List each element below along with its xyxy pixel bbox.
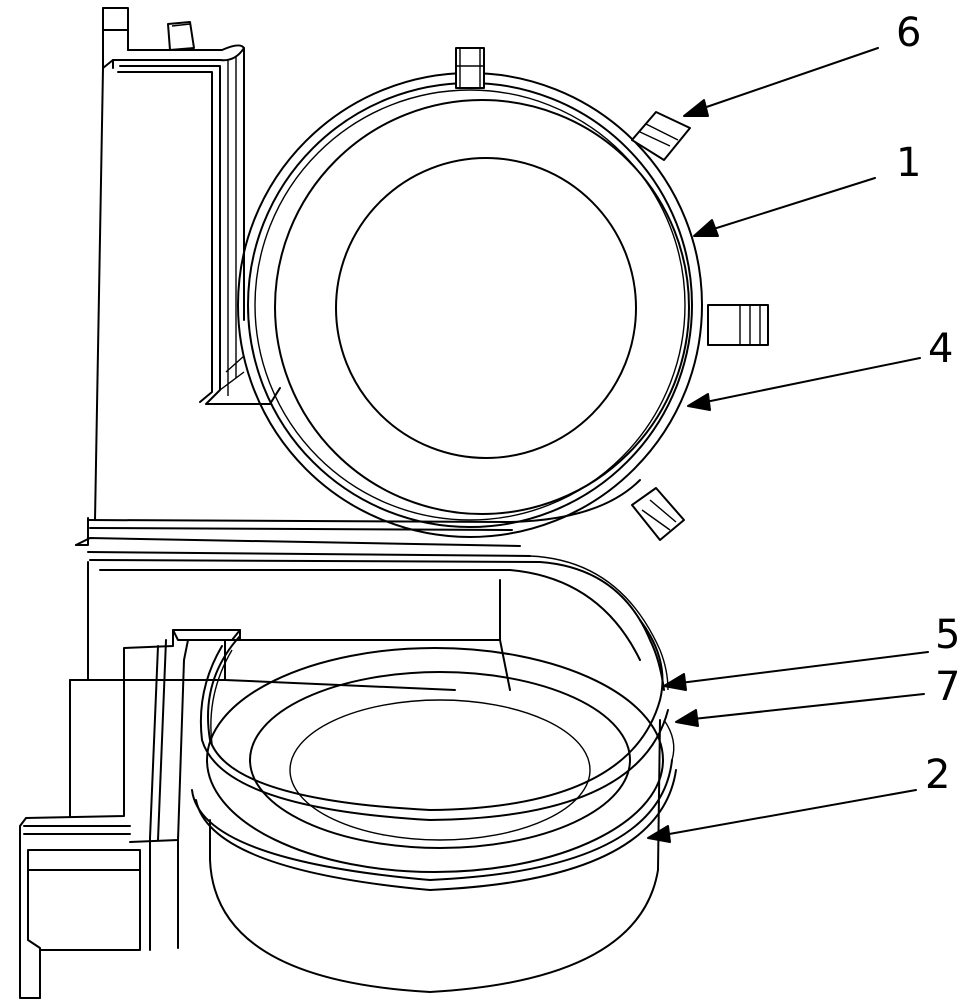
lug-right — [708, 305, 768, 345]
upper-ring-assembly — [88, 73, 702, 537]
callout-1: 1 — [896, 140, 921, 186]
callout-7: 7 — [935, 664, 960, 710]
callout-2: 2 — [925, 752, 950, 798]
callout-4: 4 — [928, 326, 953, 372]
callout-5: 5 — [935, 612, 960, 658]
lower-mounting-bracket — [20, 630, 240, 998]
leader-lines — [648, 48, 928, 842]
lug-top — [456, 48, 484, 88]
callout-6: 6 — [896, 10, 921, 56]
lug-lower-right — [632, 488, 684, 540]
lug-upper-right — [632, 112, 690, 160]
